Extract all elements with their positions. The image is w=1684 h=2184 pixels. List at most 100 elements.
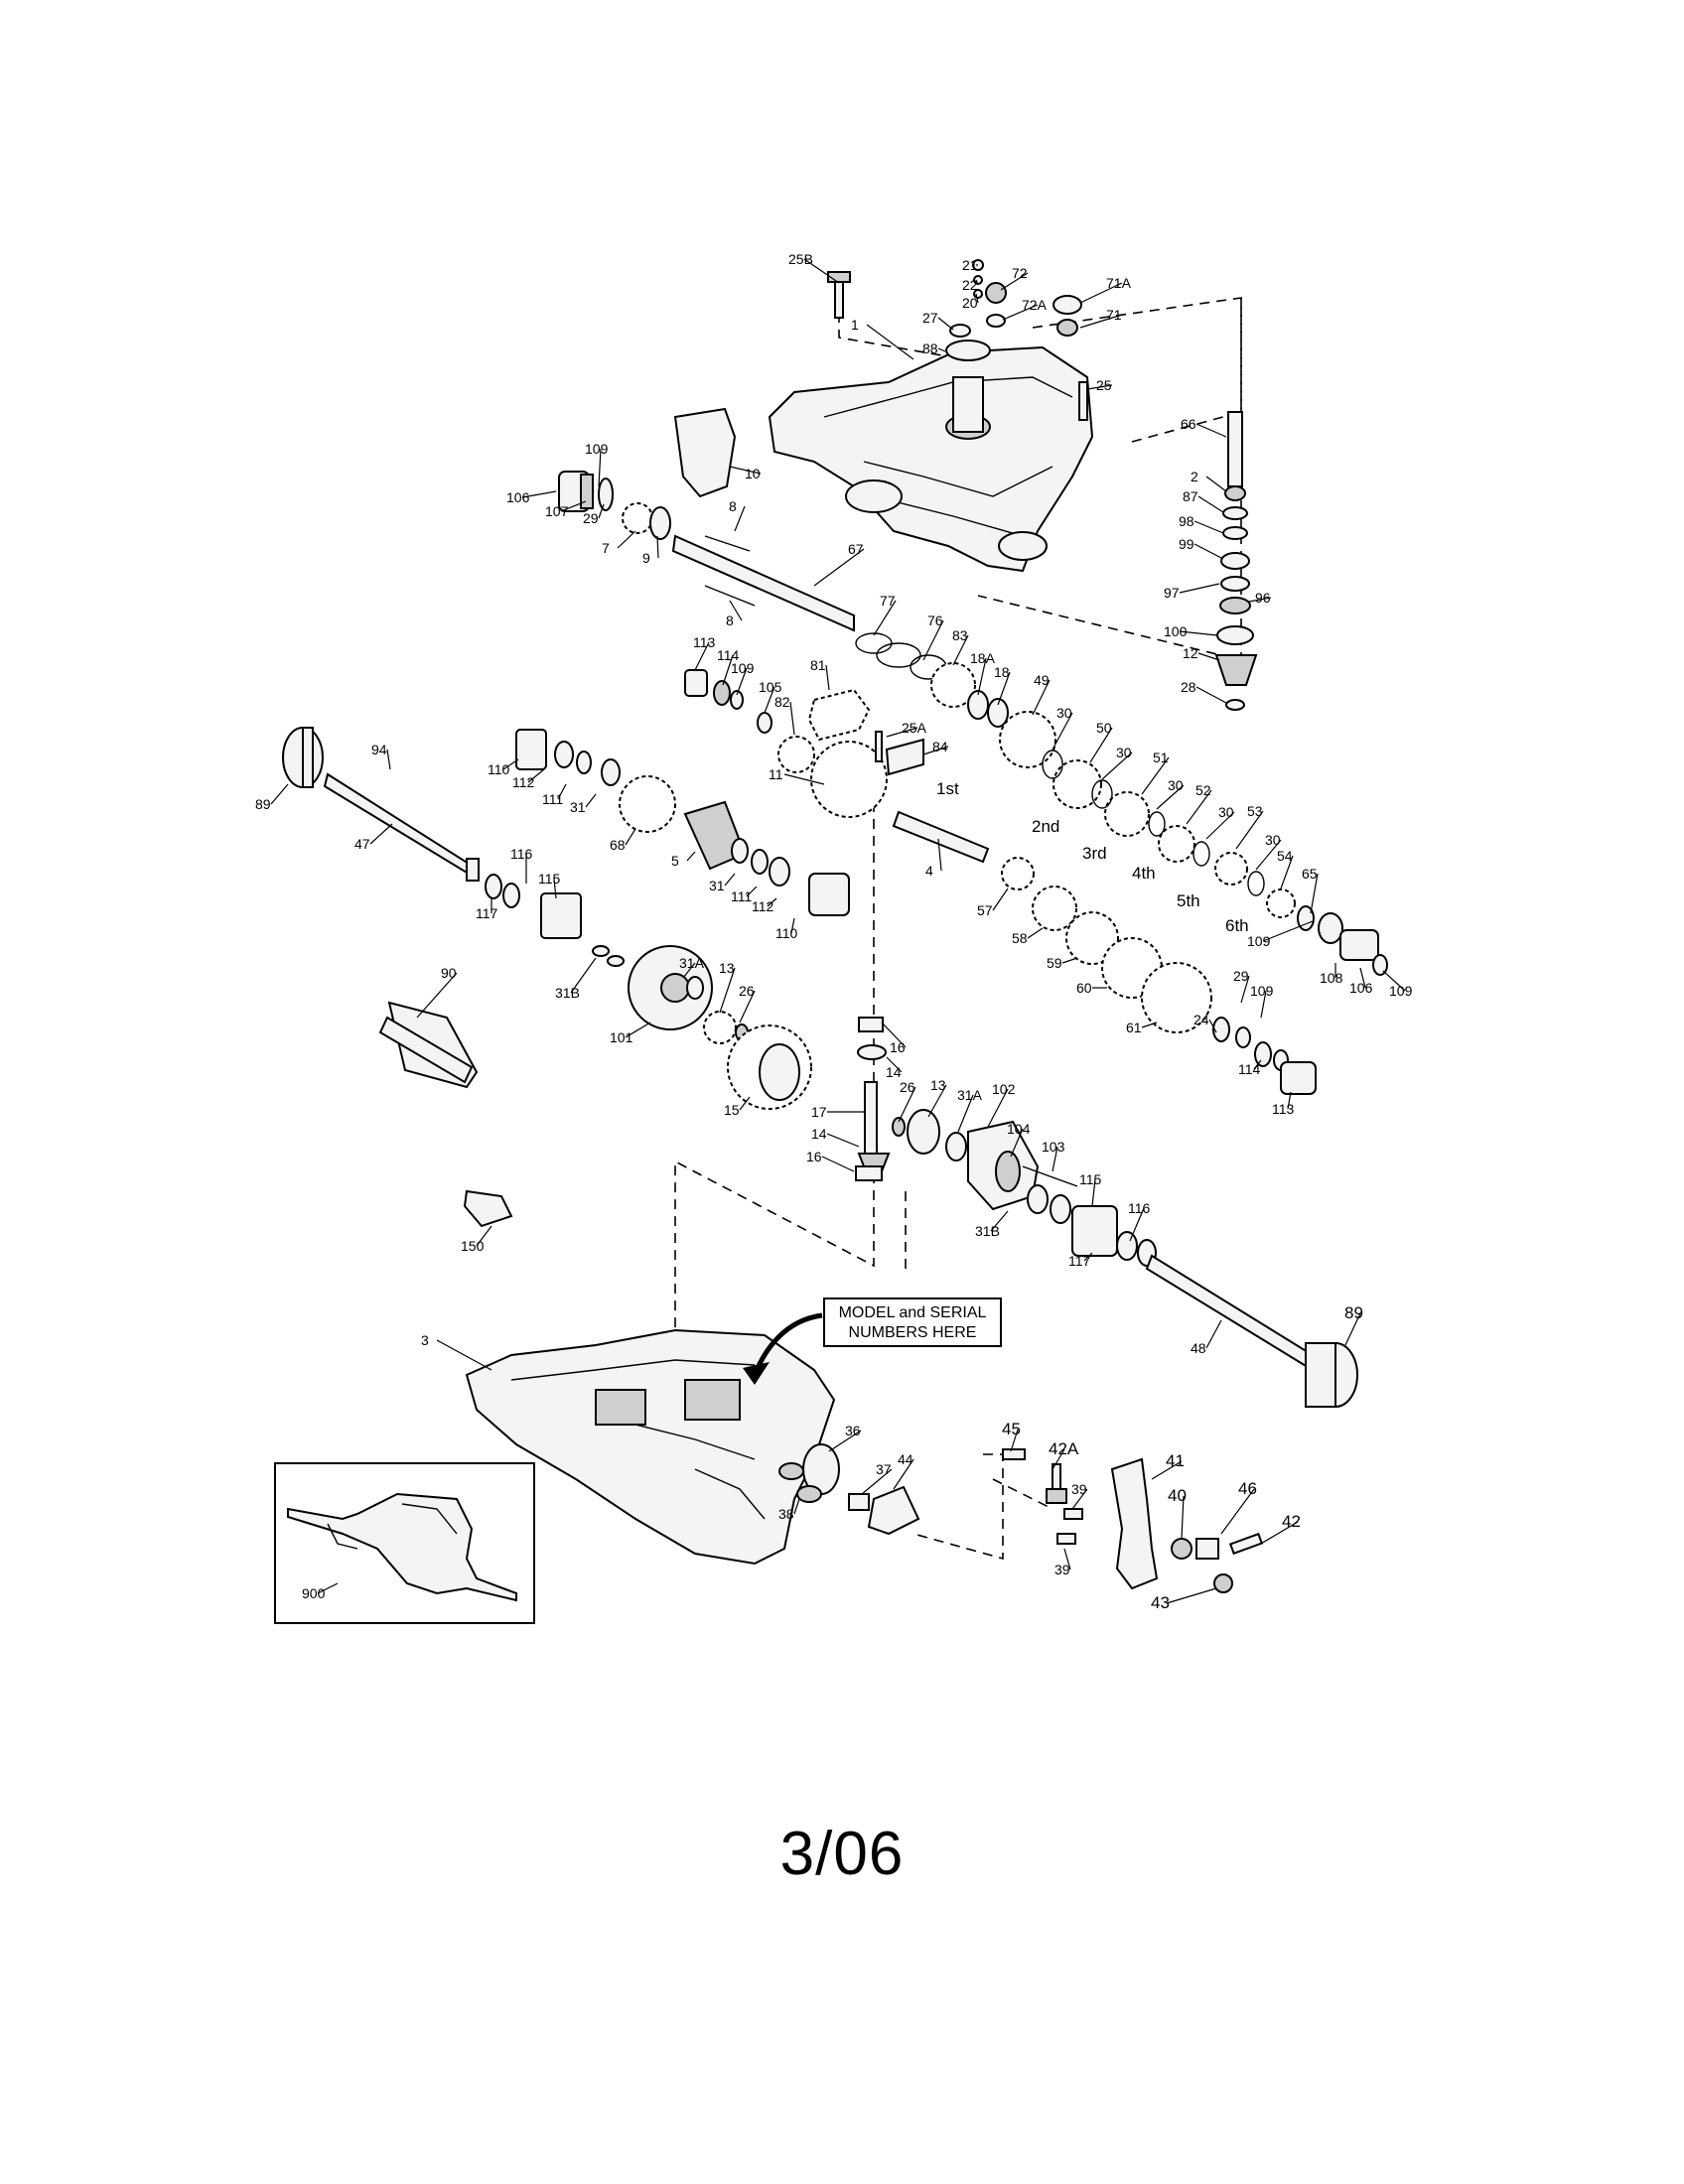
leader-line [1129,1207,1145,1242]
part-number-115: 115 [538,871,561,887]
leader-line [656,535,659,559]
leader-line [828,1430,862,1452]
part-number-13: 13 [930,1077,946,1093]
leader-line [1086,384,1113,390]
part-number-89: 89 [255,796,271,812]
part-number-16: 16 [806,1149,822,1164]
leader-line [783,773,825,785]
leader-line [1260,1521,1299,1545]
part-number-71A: 71A [1106,275,1132,291]
part-number-112: 112 [752,898,774,914]
leader-line [1166,1587,1217,1604]
part-number-109: 109 [585,441,609,457]
leader-line [1179,630,1218,636]
leader-line [1052,1146,1058,1172]
part-number-10: 10 [745,466,761,481]
leader-line [1010,1128,1024,1158]
part-number-31: 31 [709,878,725,893]
part-number-36: 36 [845,1423,861,1438]
leader-line [821,1156,855,1172]
part-number-30: 30 [1218,804,1234,820]
part-number-101: 101 [610,1029,633,1045]
part-number-99: 99 [1179,536,1194,552]
part-number-68: 68 [610,837,626,853]
part-number-60: 60 [1076,980,1092,996]
leader-line [1151,1460,1183,1480]
leader-line [803,258,840,284]
part-number-150: 150 [461,1238,485,1254]
part-number-29: 29 [583,510,599,526]
part-number-15: 15 [724,1102,740,1118]
part-number-11: 11 [769,766,783,782]
part-number-45: 45 [1002,1420,1021,1438]
part-number-72A: 72A [1022,297,1048,313]
leader-line [476,1225,492,1247]
leader-line [789,701,795,736]
part-number-103: 103 [1042,1139,1065,1155]
leader-line [1262,920,1314,942]
part-number-42A: 42A [1049,1439,1079,1458]
part-number-27: 27 [922,310,938,326]
leader-line [764,686,775,714]
inset-assembled-view [274,1462,535,1624]
leader-line [997,671,1011,706]
leader-line [570,957,597,994]
leader-line [886,727,918,738]
part-number-104: 104 [1007,1121,1031,1137]
leader-line [1089,727,1113,763]
part-number-46: 46 [1238,1479,1257,1498]
gear-label-6th: 6th [1225,916,1249,935]
part-number-65: 65 [1302,866,1318,882]
leader-line [739,1096,751,1111]
leader-line [521,490,557,498]
leader-line [1260,990,1267,1019]
part-number-38: 38 [778,1506,794,1522]
part-number-2: 2 [1191,469,1198,484]
leader-line [1179,583,1220,594]
gear-shaft-assembly [892,711,1388,1095]
part-number-76: 76 [927,613,943,628]
leader-line [553,878,557,899]
leader-line [1061,957,1078,964]
part-number-42: 42 [1282,1512,1301,1531]
leader-line [557,783,567,800]
part-number-88: 88 [922,341,938,356]
part-number-97: 97 [1164,585,1180,601]
leader-line [617,530,636,549]
part-number-31A: 31A [957,1087,983,1103]
leader-line [1141,756,1170,795]
part-number-111: 111 [731,888,752,904]
part-number-116: 116 [510,846,533,862]
part-number-111: 111 [542,791,563,807]
leader-line [977,657,987,696]
part-number-44: 44 [898,1451,913,1467]
leader-line [686,851,696,862]
part-number-24: 24 [1193,1012,1209,1027]
part-number-115: 115 [1079,1171,1102,1187]
gear-label-4th: 4th [1132,864,1156,883]
upper-housing [768,345,1094,573]
leader-line [598,503,605,519]
part-number-13: 13 [719,960,735,976]
pinion-shaft-stack [855,1017,891,1181]
leader-line [922,746,949,755]
leader-line [987,1088,1009,1128]
leader-line [975,279,979,286]
leader-line [502,758,519,770]
leader-line [1063,1548,1071,1570]
part-number-58: 58 [1012,930,1028,946]
part-number-8: 8 [726,613,734,628]
leader-line [1220,1488,1255,1535]
leader-line [729,600,743,621]
leader-line [898,1086,916,1123]
leader-line [881,1022,907,1048]
part-number-98: 98 [1179,513,1194,529]
leader-line [1083,1252,1093,1262]
part-number-41: 41 [1166,1451,1185,1470]
leader-line [861,1468,893,1495]
part-number-21: 21 [962,257,978,273]
leader-line [1280,855,1294,889]
part-number-72: 72 [1012,265,1028,281]
leader-line [1359,967,1366,989]
